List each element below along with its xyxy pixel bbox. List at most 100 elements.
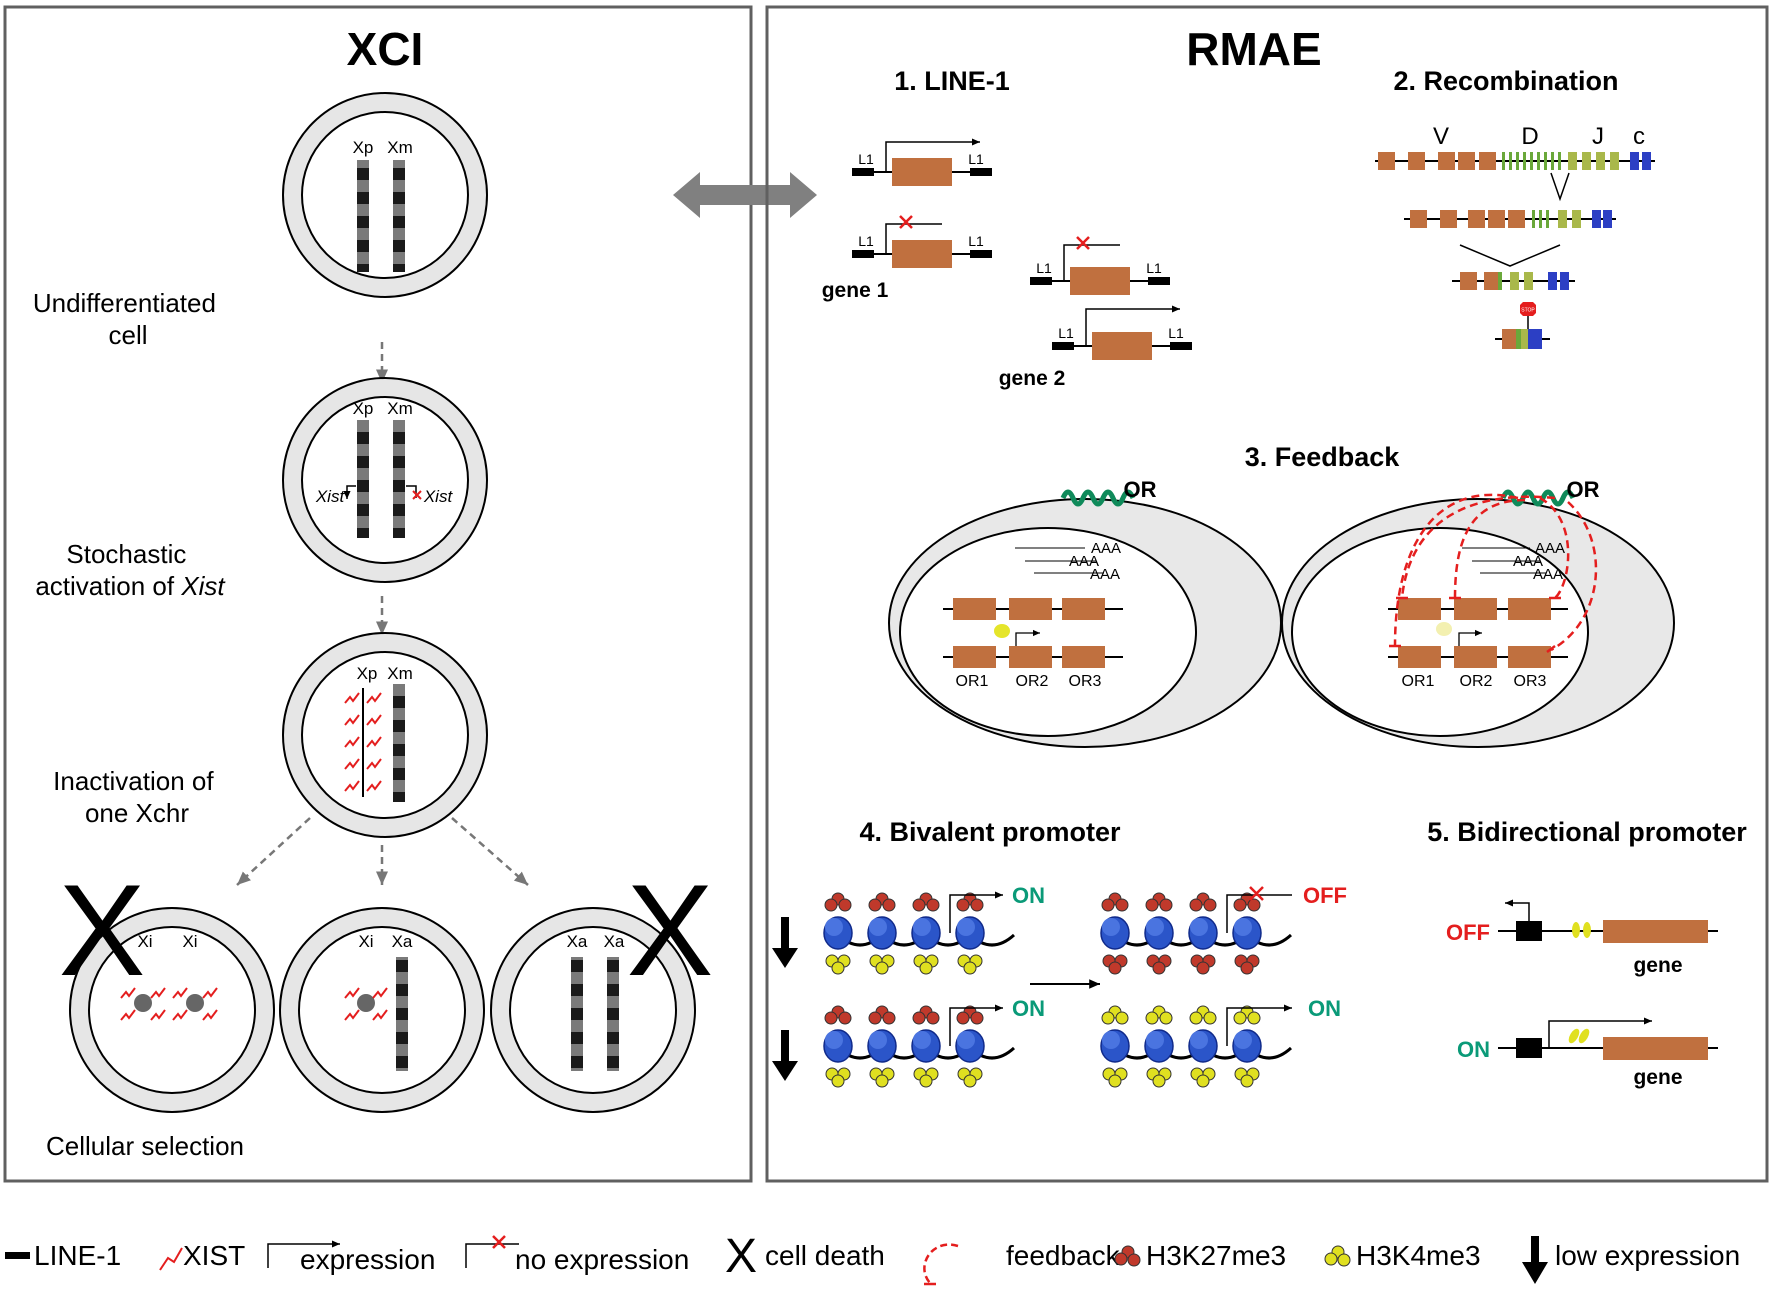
svg-text:L1: L1 [858, 151, 874, 167]
svg-text:Xist: Xist [315, 487, 346, 506]
cell-death-mark-left: X [59, 857, 146, 1003]
svg-text:cell death: cell death [765, 1240, 885, 1271]
gene1-allele-off: L1 L1 [851, 215, 993, 269]
svg-text:Xi: Xi [182, 932, 197, 951]
svg-text:XIST: XIST [183, 1240, 245, 1271]
svg-text:AAA: AAA [1069, 553, 1099, 570]
feedback-cell-right: OR AAA AAA AAA OR1 OR2 [1281, 477, 1675, 748]
svg-text:J: J [1592, 123, 1604, 150]
svg-text:Xi: Xi [358, 932, 373, 951]
svg-text:OR: OR [1124, 477, 1157, 502]
recombination-germline: V D J c [1375, 123, 1655, 202]
feedback-title: 3. Feedback [1245, 442, 1401, 472]
svg-text:ON: ON [1457, 1037, 1490, 1062]
svg-text:H3K27me3: H3K27me3 [1146, 1240, 1286, 1271]
svg-text:Xa: Xa [604, 932, 625, 951]
recombination-product: STOP [1495, 302, 1550, 349]
svg-text:V: V [1433, 123, 1449, 150]
svg-text:Xm: Xm [387, 399, 413, 418]
step-cellular-selection: Cellular selection [46, 1131, 244, 1161]
svg-text:LINE-1: LINE-1 [34, 1240, 121, 1271]
svg-text:gene: gene [1633, 1066, 1682, 1089]
svg-text:OR1: OR1 [956, 673, 989, 690]
svg-text:L1: L1 [968, 151, 984, 167]
gene2-allele-on: L1 L1 [1051, 305, 1193, 361]
svg-text:AAA: AAA [1091, 540, 1121, 557]
svg-text:Xp: Xp [353, 399, 374, 418]
svg-text:STOP: STOP [1521, 308, 1535, 314]
inactivation-cell: Xp Xm [282, 632, 488, 838]
svg-text:expression: expression [300, 1244, 435, 1275]
svg-text:AAA: AAA [1533, 566, 1563, 583]
svg-text:OR3: OR3 [1514, 673, 1547, 690]
undifferentiated-cell: Xp Xm [282, 92, 488, 298]
svg-text:ON: ON [1012, 996, 1045, 1021]
xi-xi-cell: Xi Xi [69, 907, 275, 1113]
bidirectional-title: 5. Bidirectional promoter [1427, 817, 1747, 847]
legend-no-expression-icon [465, 1243, 519, 1268]
svg-text:Xi: Xi [137, 932, 152, 951]
legend-h3k27-icon [1114, 1245, 1141, 1267]
svg-text:Xp: Xp [353, 138, 374, 157]
stop-sign-icon [1520, 302, 1536, 316]
bivalent-top-right: OFF [1100, 883, 1347, 975]
xa-xa-cell: Xa Xa [490, 907, 696, 1113]
low-expression-arrow-icon [772, 917, 798, 968]
legend-cell-death-icon: X [725, 1230, 757, 1283]
xci-panel [3, 5, 753, 1183]
recombination-title: 2. Recombination [1393, 66, 1618, 96]
legend-feedback-icon [923, 1243, 959, 1284]
svg-text:D: D [1521, 123, 1538, 150]
gene1-allele-on: L1 L1 [851, 138, 993, 187]
svg-text:Xa: Xa [567, 932, 588, 951]
bivalent-bottom-right: ON [1100, 996, 1341, 1088]
svg-text:no expression: no expression [515, 1244, 689, 1275]
svg-text:L1: L1 [968, 233, 984, 249]
svg-text:ON: ON [1308, 996, 1341, 1021]
svg-text:Xp: Xp [357, 664, 378, 683]
legend-xist-icon [159, 1247, 183, 1271]
svg-text:OFF: OFF [1446, 920, 1490, 945]
gene1-label: gene 1 [822, 279, 889, 302]
step-undifferentiated: Undifferentiated cell [33, 288, 223, 350]
line1-title: 1. LINE-1 [894, 66, 1010, 96]
recombination-vdj [1452, 272, 1575, 290]
feedback-cell-left: OR AAA AAA AAA OR1 OR2 OR3 [888, 477, 1282, 748]
svg-text:Xm: Xm [387, 664, 413, 683]
svg-text:H3K4me3: H3K4me3 [1356, 1240, 1481, 1271]
svg-text:low expression: low expression [1555, 1240, 1740, 1271]
xci-title: XCI [347, 23, 424, 75]
recombination-dj [1404, 210, 1616, 267]
svg-text:L1: L1 [858, 233, 874, 249]
rmae-title: RMAE [1186, 23, 1321, 75]
xist-activation-cell: Xp Xm Xist Xist [282, 377, 488, 583]
bidirectional-on: ON gene [1457, 1017, 1718, 1089]
svg-text:ON: ON [1012, 883, 1045, 908]
svg-text:AAA: AAA [1090, 566, 1120, 583]
svg-text:L1: L1 [1146, 260, 1162, 276]
double-arrow-icon [673, 172, 817, 218]
legend-expression-icon [267, 1240, 340, 1268]
svg-text:Xa: Xa [392, 932, 413, 951]
bivalent-title: 4. Bivalent promoter [859, 817, 1121, 847]
svg-text:feedback: feedback [1006, 1240, 1121, 1271]
gene2-allele-off: L1 L1 [1029, 236, 1171, 296]
svg-text:AAA: AAA [1535, 540, 1565, 557]
svg-text:OR: OR [1567, 477, 1600, 502]
step-inactivation: Inactivation of one Xchr [53, 766, 221, 828]
svg-text:OR1: OR1 [1402, 673, 1435, 690]
svg-text:L1: L1 [1058, 325, 1074, 341]
svg-text:L1: L1 [1168, 325, 1184, 341]
xi-xa-cell: Xi Xa [279, 907, 485, 1113]
legend-line1-icon [5, 1252, 30, 1259]
low-expression-arrow-icon [772, 1030, 798, 1081]
rmae-panel [765, 5, 1769, 1183]
bivalent-top-left: ON [823, 883, 1045, 975]
legend-h3k4-icon [1324, 1245, 1351, 1267]
svg-text:L1: L1 [1036, 260, 1052, 276]
svg-text:Xist: Xist [423, 487, 454, 506]
svg-text:OR2: OR2 [1460, 673, 1493, 690]
cell-death-mark-right: X [627, 857, 714, 1003]
step-stochastic: Stochastic activation of Xist [35, 539, 226, 601]
